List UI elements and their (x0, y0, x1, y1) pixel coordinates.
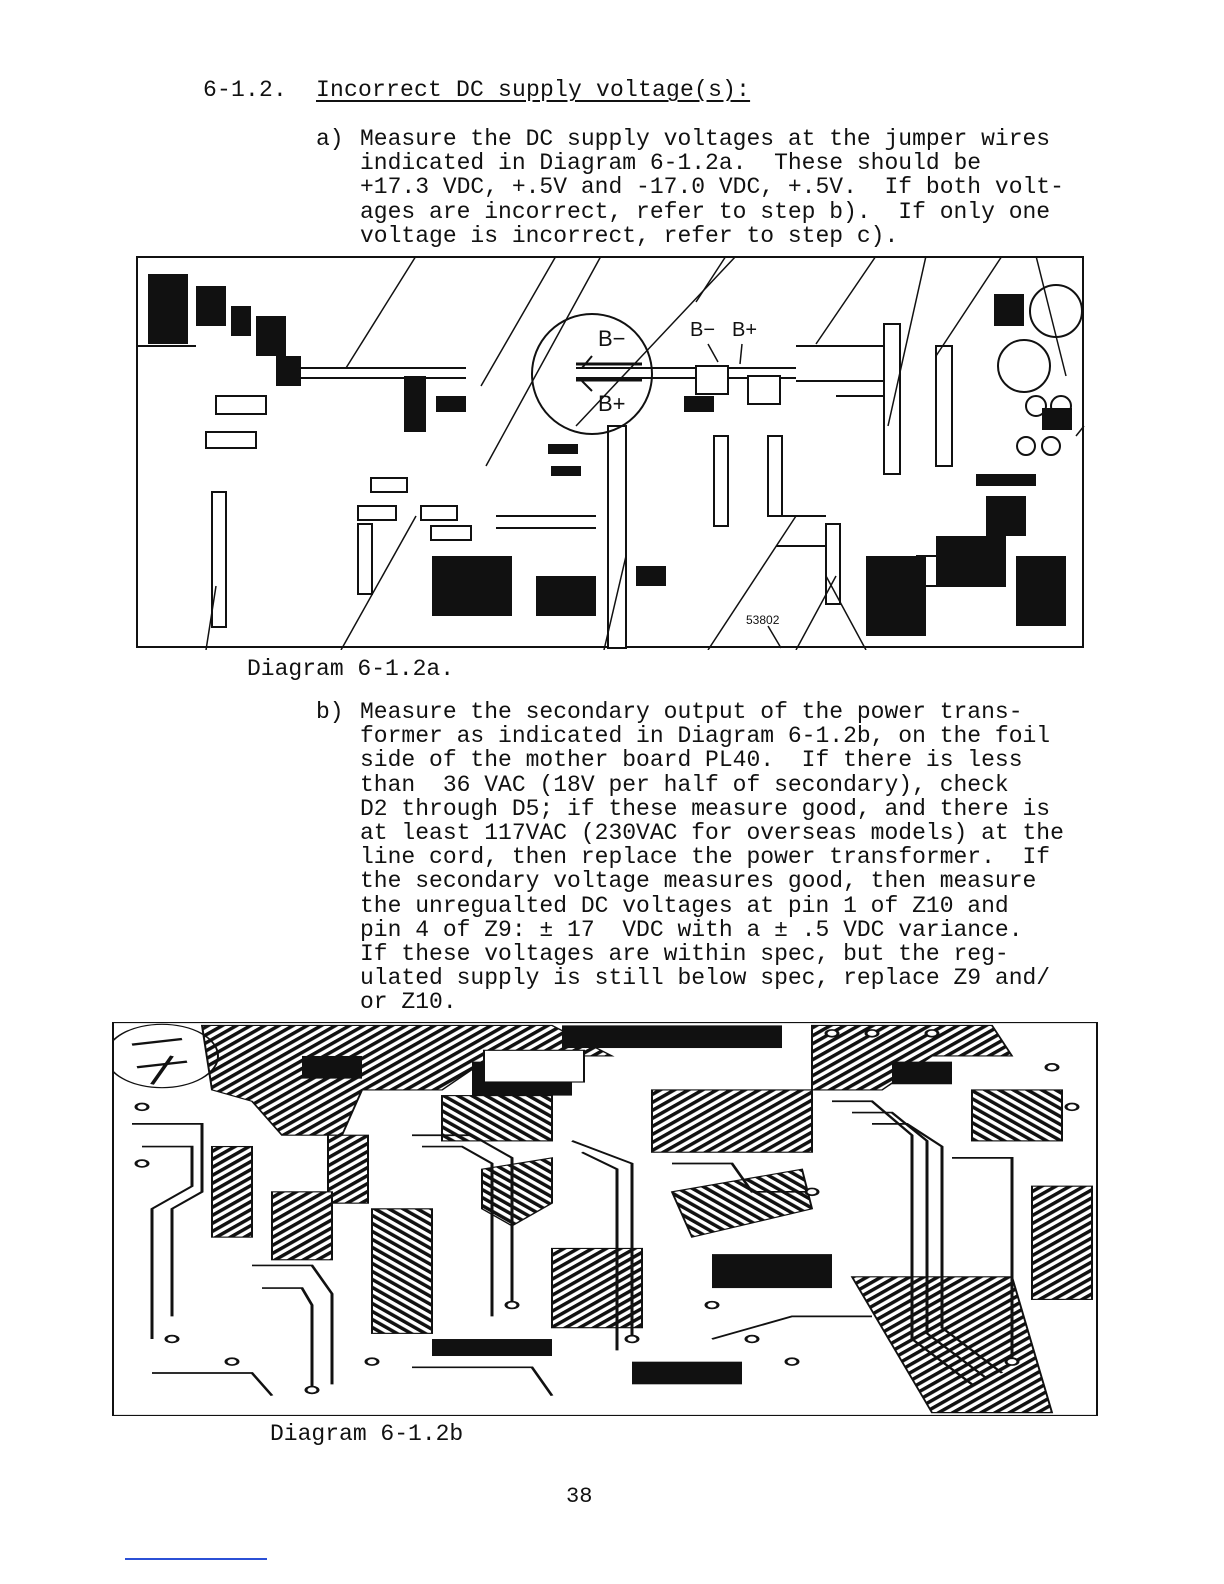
step-b-line: Measure the secondary output of the powe… (360, 699, 1023, 725)
diagram-a-board: B− B+ B− B+ 53802 (136, 256, 1085, 650)
step-b-line: or Z10. (360, 989, 457, 1016)
step-b-line: line cord, then replace the power transf… (360, 844, 1051, 871)
step-a-line: ages are incorrect, refer to step b). If… (360, 198, 1051, 225)
step-a-line: indicated in Diagram 6-1.2a. These shoul… (360, 150, 982, 177)
step-b-line: side of the mother board PL40. If there … (360, 747, 1023, 774)
step-a-label: a) (316, 126, 344, 152)
step-b-line: ulated supply is still below spec, repla… (360, 965, 1051, 992)
step-b-label: b) (316, 699, 344, 725)
step-b-line: pin 4 of Z9: ± 17 VDC with a ± .5 VDC va… (360, 916, 1023, 943)
step-b-line: If these voltages are within spec, but t… (360, 941, 1009, 968)
step-a-line: voltage is incorrect, refer to step c). (360, 222, 899, 249)
step-b-line: the secondary voltage measures good, the… (360, 868, 1037, 895)
board-marking: 53802 (746, 613, 780, 627)
b-minus-label: B− (690, 319, 715, 341)
step-a-line: Measure the DC supply voltages at the ju… (360, 126, 1051, 152)
page-number: 38 (566, 1484, 593, 1509)
diagram-a-caption: Diagram 6-1.2a. (247, 656, 455, 682)
step-b-line: former as indicated in Diagram 6-1.2b, o… (360, 723, 1051, 750)
diagram-b-caption: Diagram 6-1.2b (270, 1421, 464, 1447)
step-b-line: D2 through D5; if these measure good, an… (360, 795, 1051, 822)
step-b-line: at least 117VAC (230VAC for overseas mod… (360, 820, 1064, 847)
callout-b-minus-label: B− (598, 326, 626, 351)
step-b-line: the unregualted DC voltages at pin 1 of … (360, 892, 1009, 919)
b-plus-label: B+ (732, 319, 757, 341)
section-title: Incorrect DC supply voltage(s): (316, 77, 751, 103)
section-number: 6-1.2. (203, 77, 288, 103)
step-b-line: than 36 VAC (18V per half of secondary),… (360, 771, 1009, 798)
step-a-line: +17.3 VDC, +.5V and -17.0 VDC, +.5V. If … (360, 174, 1064, 201)
diagram-b-foil-side (112, 1022, 1098, 1417)
footer-rule (125, 1558, 267, 1560)
callout-b-plus-label: B+ (598, 391, 626, 416)
